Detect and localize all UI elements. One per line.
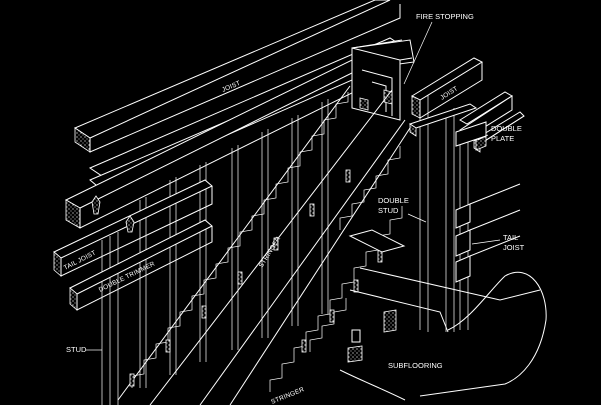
landing-platform	[347, 229, 541, 363]
fire-stopping-label: FIRE STOPPING	[416, 12, 474, 21]
stringer-bottom-label: STRINGER	[270, 386, 305, 405]
stringer-label: STRINGER	[258, 235, 283, 269]
joist-left-label: JOIST	[221, 80, 242, 94]
joist-right-label: JOIST	[439, 85, 459, 101]
double-trimmer: DOUBLE TRIMMER	[69, 219, 213, 311]
double-plate	[408, 103, 487, 151]
tail-joist-left: TAIL JOIST	[53, 179, 213, 277]
tail-joist-label-line1: TAIL	[503, 233, 518, 242]
wall-studs	[101, 92, 469, 405]
double-plate-label-line2: PLATE	[491, 134, 514, 143]
subflooring-label: SUBFLOORING	[388, 361, 443, 370]
tail-joist-label-line2: JOIST	[503, 243, 525, 252]
callouts: FIRE STOPPING DOUBLE PLATE DOUBLE STUD T…	[66, 12, 525, 370]
fire-stopping-block	[351, 39, 413, 121]
double-plate-label-line1: DOUBLE	[491, 124, 522, 133]
tail-joists-right	[455, 183, 521, 283]
double-stud-label-line1: DOUBLE	[378, 196, 409, 205]
stud-label: STUD	[66, 345, 87, 354]
double-stud-label-line2: STUD	[378, 206, 399, 215]
hanger-marks	[91, 195, 135, 233]
subfloor-outline	[339, 271, 547, 401]
